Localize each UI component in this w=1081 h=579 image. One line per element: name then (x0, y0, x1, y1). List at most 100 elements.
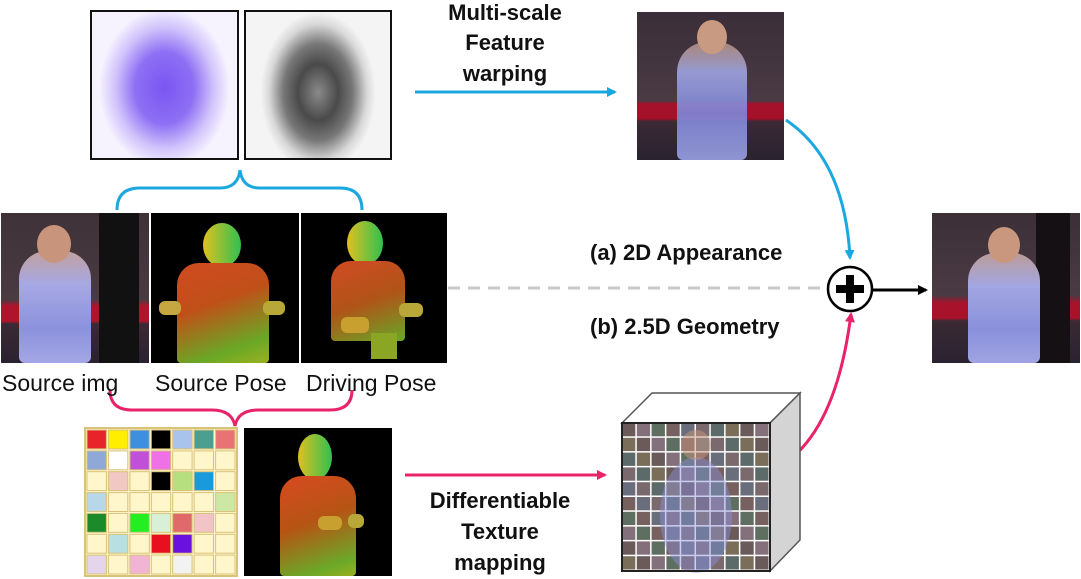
source-image (1, 213, 149, 363)
atlas-cell (107, 429, 129, 450)
atlas-cell (193, 471, 214, 492)
cube-cell (622, 437, 636, 452)
atlas-cell (215, 554, 236, 575)
warping-label-line1: Multi-scale (448, 0, 562, 25)
cube-cell (681, 482, 695, 496)
cube-cell (740, 511, 754, 526)
cube-cell (681, 497, 695, 511)
cube-cell (636, 482, 651, 496)
warped-appearance-image (637, 12, 784, 160)
atlas-cell (129, 533, 150, 554)
geometry-branch-label: (b) 2.5D Geometry (590, 314, 780, 339)
atlas-cell (150, 492, 172, 512)
cube-cell (651, 452, 665, 466)
cube-cell (710, 423, 725, 437)
atlas-cell (172, 450, 193, 471)
cube-cell (636, 526, 651, 540)
cube-cell (636, 452, 651, 466)
atlas-cell (107, 533, 129, 554)
atlas-cell (107, 450, 129, 471)
cube-cell (740, 497, 754, 511)
texture-atlas-grid (86, 429, 236, 575)
atlas-cell (86, 429, 107, 450)
atlas-cell (172, 492, 193, 512)
cube-cell (755, 423, 769, 437)
cube-cell (755, 482, 769, 496)
cube-cell (636, 423, 651, 437)
final-output-image (932, 213, 1080, 363)
cube-cell (696, 497, 710, 511)
cube-cell (622, 541, 636, 555)
cube-cell (725, 511, 739, 526)
cube-cell (651, 541, 665, 555)
cube-cell (681, 511, 695, 526)
cube-cell (666, 482, 680, 496)
cube-cell (755, 526, 769, 540)
warping-flow-map (90, 10, 239, 160)
textured-cube (620, 391, 802, 573)
atlas-cell (129, 471, 150, 492)
atlas-cell (193, 554, 214, 575)
cube-cell (740, 452, 754, 466)
texture-atlas (84, 427, 238, 577)
cube-cell (666, 497, 680, 511)
cube-cell (710, 511, 725, 526)
atlas-cell (215, 492, 236, 512)
cube-cell (710, 497, 725, 511)
cube-cell (740, 437, 754, 452)
atlas-cell (172, 512, 193, 533)
cube-cell (666, 452, 680, 466)
cube-cell (725, 556, 739, 570)
atlas-cell (193, 429, 214, 450)
atlas-cell (193, 450, 214, 471)
atlas-cell (86, 450, 107, 471)
driving-pose-caption: Driving Pose (306, 370, 437, 396)
cube-cell (636, 437, 651, 452)
atlas-cell (86, 492, 107, 512)
source-pose-caption: Source Pose (155, 370, 287, 396)
cube-cell (636, 556, 651, 570)
atlas-cell (86, 471, 107, 492)
atlas-cell (150, 471, 172, 492)
cube-cell (725, 437, 739, 452)
cube-cell (725, 526, 739, 540)
cube-cell (740, 482, 754, 496)
cube-figure-head (681, 430, 711, 460)
warping-occlusion-map (244, 10, 392, 160)
cube-cell (755, 541, 769, 555)
cube-cell (696, 511, 710, 526)
plus-icon-v (846, 275, 854, 303)
cube-cell (666, 423, 680, 437)
cube-cell (710, 452, 725, 466)
atlas-cell (107, 554, 129, 575)
cube-cell (651, 467, 665, 481)
cube-cell (725, 541, 739, 555)
driving-pose-image (301, 213, 447, 363)
source-image-caption: Source img (2, 370, 119, 396)
atlas-cell (150, 429, 172, 450)
cube-figure-overlay (660, 457, 732, 573)
cube-cell (622, 497, 636, 511)
cube-cell (651, 423, 665, 437)
atlas-cell (215, 533, 236, 554)
cube-cell (725, 497, 739, 511)
cube-cell (755, 437, 769, 452)
cube-cell (636, 541, 651, 555)
cube-cell (740, 467, 754, 481)
cube-cell (622, 423, 636, 437)
pink-brace (108, 389, 354, 427)
cube-cell (666, 556, 680, 570)
cube-cell (681, 556, 695, 570)
atlas-cell (129, 492, 150, 512)
cube-cell (622, 511, 636, 526)
atlas-cell (150, 554, 172, 575)
atlas-cell (86, 512, 107, 533)
cube-cell (666, 526, 680, 540)
atlas-cell (172, 471, 193, 492)
cube-cell (710, 467, 725, 481)
cube-cell (651, 511, 665, 526)
appearance-to-fusion-arrow (785, 118, 855, 260)
cube-cell (696, 556, 710, 570)
atlas-cell (215, 429, 236, 450)
cube-cell (622, 526, 636, 540)
